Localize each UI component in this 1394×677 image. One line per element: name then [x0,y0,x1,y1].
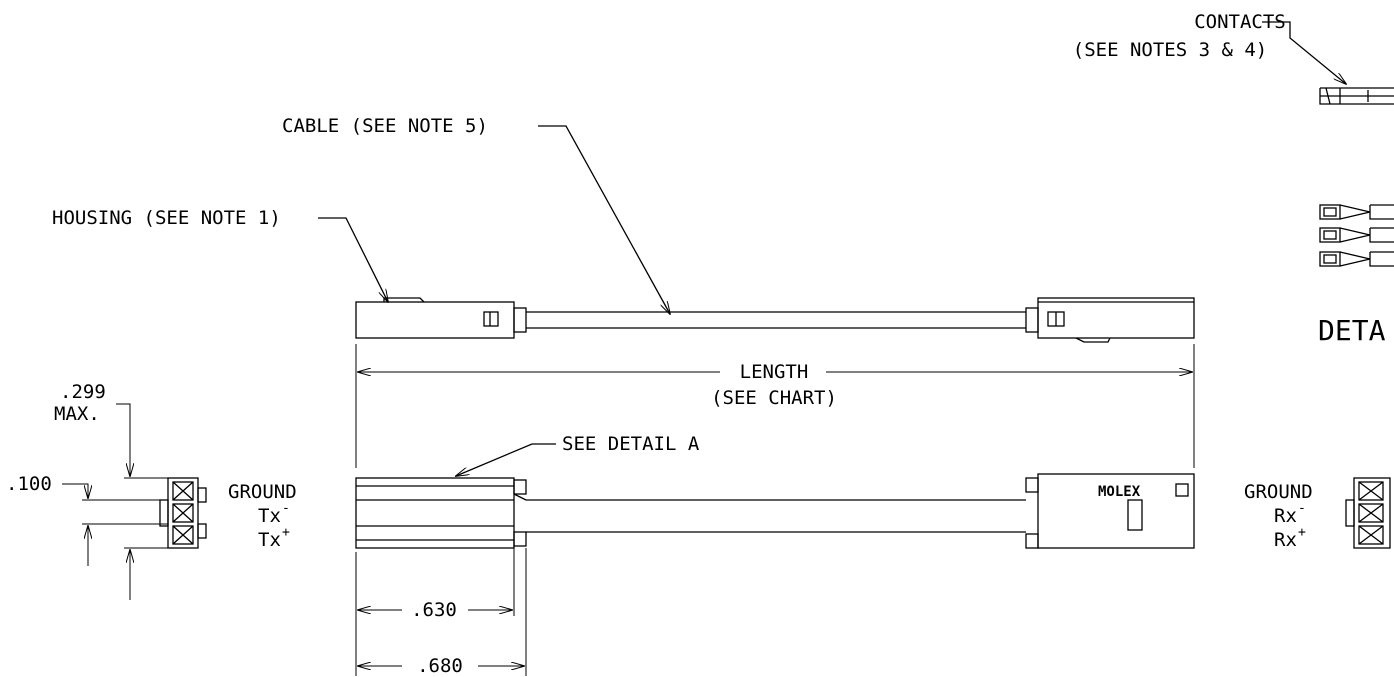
length-label: LENGTH [740,361,809,383]
left-ground-label: GROUND [228,481,297,503]
detail-a-contacts: DETA [1318,204,1394,347]
left-tx-minus-sign: - [282,501,290,516]
top-left-housing [355,297,527,339]
right-ground-label: GROUND [1244,481,1313,503]
contacts-label: CONTACTS [1194,11,1286,33]
contacts-callout: CONTACTS (SEE NOTES 3 & 4) [1073,11,1394,105]
right-rx-plus-sign: + [1298,525,1306,540]
top-view-assembly [355,297,1195,343]
width-dim-value: .299 [60,381,106,403]
width-dim-max: MAX. [54,403,100,425]
detail-a-title: DETA [1318,314,1386,347]
left-pinout-labels: GROUND Tx - Tx + [228,481,297,551]
housing-length-dimensions: .630 .680 [355,534,527,677]
left-end-view: .299 MAX. .100 GROUND Tx - Tx + [6,381,297,600]
pitch-dim: .100 [6,473,52,495]
left-connector-face [159,477,207,549]
left-tx-minus-label: Tx [258,505,281,527]
see-detail-leader [456,443,556,476]
side-view-assembly: MOLEX [355,473,1195,549]
right-end-view: GROUND Rx - Rx + [1244,477,1391,551]
housing-callout: HOUSING (SEE NOTE 1) [52,207,388,302]
cable-leader [538,125,670,314]
see-detail-callout: SEE DETAIL A [456,433,700,476]
top-right-housing [1025,297,1195,343]
contacts-leader [1262,21,1346,84]
contacts-notes-label: (SEE NOTES 3 & 4) [1073,39,1267,61]
brand-marking: MOLEX [1098,484,1141,500]
see-detail-label: SEE DETAIL A [562,433,700,455]
side-cable [526,499,1026,533]
right-rx-minus-label: Rx [1274,505,1297,527]
housing-leader [318,217,388,302]
dim-630: .630 [411,599,457,621]
right-rx-plus-label: Rx [1274,529,1297,551]
dim-680: .680 [417,655,463,677]
length-dimension: LENGTH (SEE CHART) [355,344,1195,468]
cable-callout: CABLE (SEE NOTE 5) [282,115,670,314]
length-chart-label: (SEE CHART) [711,387,837,409]
contact-part [1319,87,1394,105]
top-cable [526,311,1026,329]
right-rx-minus-sign: - [1298,501,1306,516]
left-tx-plus-sign: + [282,525,290,540]
left-tx-plus-label: Tx [258,529,281,551]
cable-label: CABLE (SEE NOTE 5) [282,115,488,137]
right-connector-face [1345,477,1391,549]
housing-label: HOUSING (SEE NOTE 1) [52,207,281,229]
right-pinout-labels: GROUND Rx - Rx + [1244,481,1313,551]
side-right-housing [1025,473,1195,549]
side-left-housing [355,477,527,549]
